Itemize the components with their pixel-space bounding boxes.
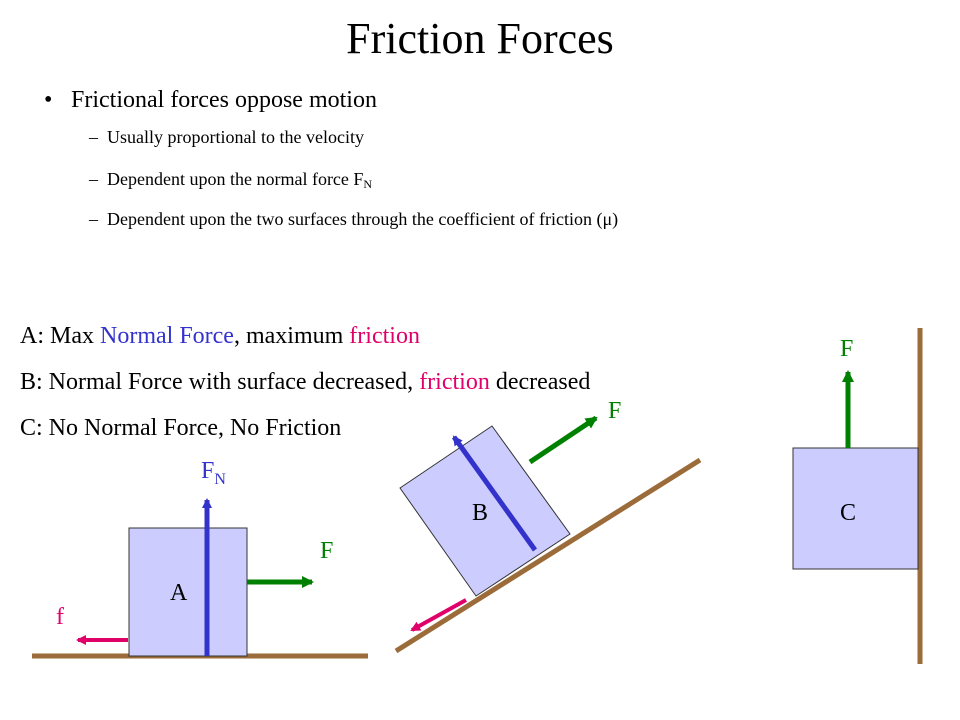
block-c-label: C xyxy=(840,500,856,526)
bullet-text: Frictional forces oppose motion xyxy=(71,87,377,113)
normal-force-arrow-b xyxy=(451,435,538,552)
line-b-prefix: B: Normal Force with surface decreased, xyxy=(20,369,420,395)
friction-a-label: f xyxy=(56,604,64,630)
paren: ) xyxy=(612,209,619,229)
line-a-normal-force: Normal Force xyxy=(100,323,234,349)
subscript: N xyxy=(363,177,373,191)
dash: – xyxy=(89,209,98,229)
line-a-friction: friction xyxy=(349,323,420,349)
slide-title: Friction Forces xyxy=(346,14,614,63)
sub-bullet-velocity: –Usually proportional to the velocity xyxy=(89,126,364,148)
bullet-dot: • xyxy=(44,87,53,113)
incline-surface-b xyxy=(394,457,702,654)
sub-bullet-text: Dependent upon the normal force F xyxy=(107,169,364,189)
mu-symbol: μ xyxy=(602,209,613,229)
sub-bullet-text: Usually proportional to the velocity xyxy=(107,127,364,147)
line-a-prefix: A: Max xyxy=(20,323,100,349)
friction-arrow-b xyxy=(410,598,467,632)
sub-bullet-coefficient: –Dependent upon the two surfaces through… xyxy=(89,208,618,230)
block-c xyxy=(792,447,919,570)
line-b-friction: friction xyxy=(419,369,490,395)
block-a-label: A xyxy=(170,580,188,606)
applied-force-arrow-b xyxy=(528,415,598,465)
force-a-label: F xyxy=(320,538,333,564)
normal-force-label: FN xyxy=(201,458,226,488)
fn-sub: N xyxy=(214,471,226,488)
dash: – xyxy=(89,127,98,147)
sub-bullet-normal-force: –Dependent upon the normal force FN xyxy=(89,168,372,195)
line-b: B: Normal Force with surface decreased, … xyxy=(20,366,590,398)
main-bullet: • Frictional forces oppose motion xyxy=(44,84,377,116)
sub-bullet-text: Dependent upon the two surfaces through … xyxy=(107,209,603,229)
line-a: A: Max Normal Force, maximum friction xyxy=(20,320,420,352)
block-b-label: B xyxy=(472,500,488,526)
line-c: C: No Normal Force, No Friction xyxy=(20,415,342,441)
force-c-label: F xyxy=(840,336,853,362)
block-a xyxy=(128,527,248,657)
fn-main: F xyxy=(201,458,214,484)
line-a-mid: , maximum xyxy=(233,323,350,349)
dash: – xyxy=(89,169,98,189)
line-b-suffix: decreased xyxy=(489,369,591,395)
force-b-label: F xyxy=(608,398,621,424)
